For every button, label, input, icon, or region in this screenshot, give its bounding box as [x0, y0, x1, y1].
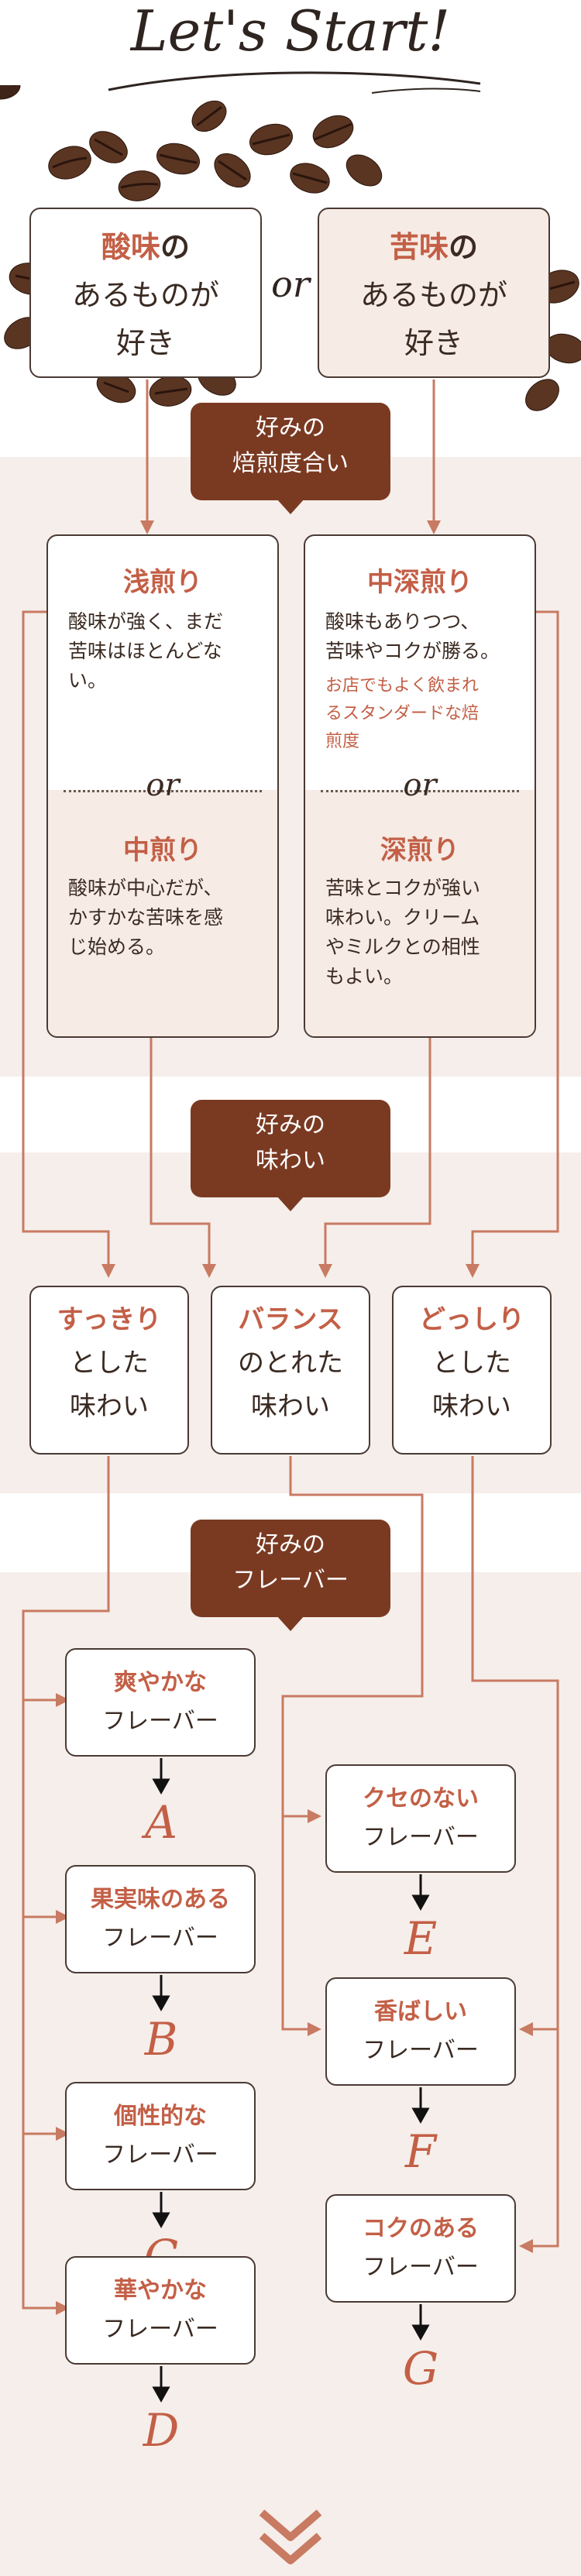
sour-line3: 好き: [115, 326, 175, 360]
taste-card-clean[interactable]: すっきり とした 味わい: [29, 1286, 189, 1455]
flavor-bubble: 好みの フレーバー: [191, 1520, 390, 1631]
flavor-result-g: G: [402, 2342, 439, 2395]
medium-roast-title: 中煎り: [123, 835, 202, 866]
roast-bubble-line1: 好みの: [256, 414, 325, 441]
flavor-card-roasty[interactable]: 香ばしい フレーバー: [325, 1977, 516, 2086]
flavor-bubble-line2: フレーバー: [232, 1567, 349, 1594]
flavor-card-refreshing[interactable]: 爽やかな フレーバー: [65, 1648, 256, 1757]
roast-bubble-line2: 焙煎度合い: [232, 450, 349, 477]
header-title: Let's Start!: [130, 0, 451, 64]
medium-dark-roast-title: 中深煎り: [367, 567, 473, 598]
sour-line2: あるものが: [71, 278, 219, 312]
taste-bubble: 好みの 味わい: [191, 1100, 390, 1211]
dark-roast-title: 深煎り: [380, 835, 459, 866]
right-roast-or-divider: or: [321, 770, 519, 805]
light-roast-desc: 酸味が強く、まだ 苦味はほとんどな い。: [68, 610, 224, 692]
medium-dark-roast-desc: 酸味もありつつ、 苦味やコクが勝る。: [325, 610, 500, 662]
scroll-down-chevron-icon[interactable]: [256, 2506, 325, 2573]
start-or-label: or: [271, 263, 310, 305]
flavor-card-gorgeous[interactable]: 華やかな フレーバー: [65, 2256, 256, 2365]
bitter-preference-card[interactable]: 苦味の あるものが 好き: [318, 208, 550, 378]
taste-bubble-line2: 味わい: [256, 1147, 325, 1174]
flavor-result-f: F: [404, 2125, 437, 2178]
taste-bubble-line1: 好みの: [256, 1111, 325, 1139]
light-roast-title: 浅煎り: [123, 567, 202, 598]
flavor-card-smooth[interactable]: クセのない フレーバー: [325, 1764, 516, 1873]
flavor-bubble-line1: 好みの: [256, 1531, 325, 1558]
sour-highlight: 酸味: [101, 230, 160, 264]
bitter-line3: 好き: [404, 326, 463, 360]
light-medium-lower-tint: [48, 790, 277, 1036]
taste-card-balanced[interactable]: バランス のとれた 味わい: [211, 1286, 370, 1455]
roast-level-bubble: 好みの 焙煎度合い: [191, 403, 390, 514]
medium-roast-desc: 酸味が中心だが、 かすかな苦味を感 じ始める。: [68, 877, 224, 958]
left-roast-or-divider: or: [64, 770, 262, 805]
bitter-line1-rest: の: [449, 230, 479, 264]
flavor-result-a: A: [145, 1796, 177, 1849]
sour-line1-rest: の: [160, 230, 191, 264]
flavor-card-fruity[interactable]: 果実味のある フレーバー: [65, 1865, 256, 1973]
flavor-result-e: E: [404, 1912, 438, 1965]
medium-dark-lower-tint: [305, 790, 535, 1036]
header-swash: [108, 71, 481, 94]
taste-card-rich[interactable]: どっしり とした 味わい: [392, 1286, 552, 1455]
flavor-card-distinctive[interactable]: 個性的な フレーバー: [65, 2082, 256, 2190]
light-medium-roast-card[interactable]: 浅煎り 酸味が強く、まだ 苦味はほとんどな い。 or 中煎り 酸味が中心だが、…: [46, 534, 279, 1038]
bitter-line2: あるものが: [359, 278, 507, 312]
dark-roast-desc: 苦味とコクが強い 味わい。クリーム やミルクとの相性 もよい。: [325, 877, 481, 987]
sour-preference-card[interactable]: 酸味の あるものが 好き: [29, 208, 262, 378]
flavor-card-full-bodied[interactable]: コクのある フレーバー: [325, 2194, 516, 2303]
flavor-result-d: D: [143, 2404, 180, 2457]
flavor-result-b: B: [144, 2013, 178, 2066]
medium-dark-roast-note: お店でもよく飲まれ るスタンダードな焙 煎度: [325, 676, 480, 751]
bitter-highlight: 苦味: [389, 230, 449, 264]
medium-dark-roast-card[interactable]: 中深煎り 酸味もありつつ、 苦味やコクが勝る。 お店でもよく飲まれ るスタンダー…: [304, 534, 536, 1038]
